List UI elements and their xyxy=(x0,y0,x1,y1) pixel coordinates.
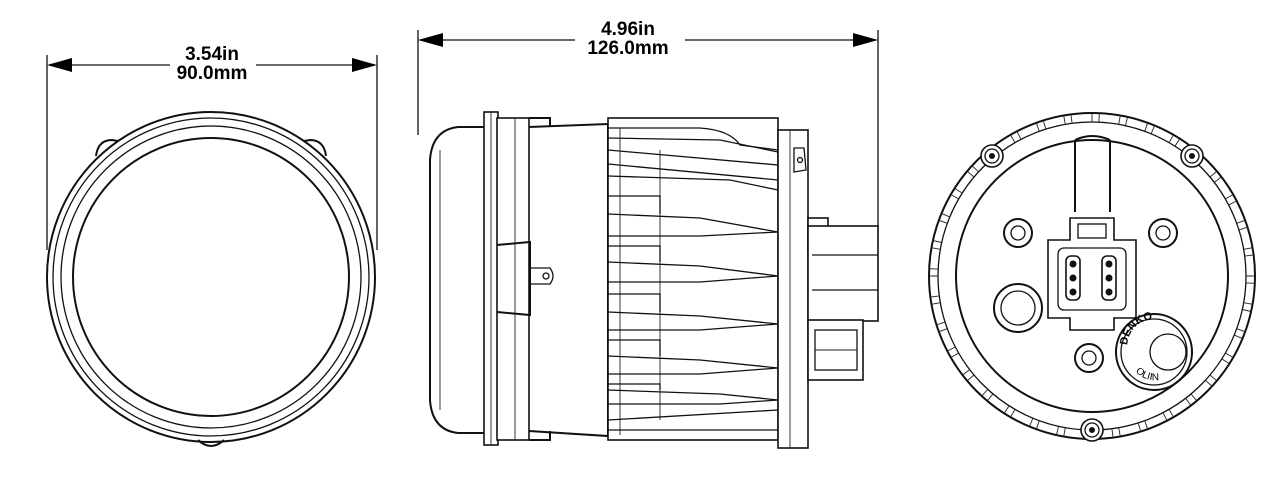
ring-tooth xyxy=(1234,328,1246,340)
ring-tooth xyxy=(1118,115,1128,126)
side-clip xyxy=(496,240,531,317)
rear-cable-channel xyxy=(1074,135,1111,212)
side-connector xyxy=(807,217,879,381)
ring-tooth xyxy=(1056,426,1066,437)
ring-tooth xyxy=(936,321,948,333)
ring-tooth xyxy=(1242,302,1253,312)
ring-tooth xyxy=(981,389,994,402)
front-tab-right xyxy=(303,138,327,157)
ring-tooth xyxy=(1225,194,1237,206)
side-view xyxy=(429,111,879,449)
ring-tooth xyxy=(1205,374,1218,387)
side-lens-dome xyxy=(429,126,486,434)
ring-tooth xyxy=(1003,405,1016,418)
rear-hole-right xyxy=(1148,218,1178,248)
ring-tooth xyxy=(1028,418,1040,430)
front-view xyxy=(46,111,376,447)
front-tab-left xyxy=(95,138,119,157)
ring-tooth xyxy=(950,187,963,200)
ring-tooth xyxy=(1209,170,1222,183)
rear-inner-face xyxy=(955,139,1229,413)
ring-tooth xyxy=(1091,113,1100,123)
ring-tooth xyxy=(1221,352,1234,365)
ring-tooth xyxy=(1137,420,1149,432)
side-housing xyxy=(528,122,609,438)
rear-breather-cap: DENKO OLIIN xyxy=(1115,310,1193,391)
rear-mount-screw-left xyxy=(980,144,1004,168)
front-width-inches: 3.54in xyxy=(185,44,239,65)
front-width-dimension: 3.54in 90.0mm xyxy=(46,44,378,250)
rear-hole-bottom xyxy=(1074,343,1104,373)
side-heatsink xyxy=(607,117,779,441)
ring-tooth xyxy=(1185,393,1198,406)
ring-tooth xyxy=(929,268,939,277)
ring-tooth xyxy=(931,240,942,250)
rear-ring-teeth xyxy=(929,113,1255,439)
front-outer-ring xyxy=(46,111,376,443)
ring-tooth xyxy=(1162,409,1174,421)
ring-tooth xyxy=(938,212,950,224)
ring-tooth xyxy=(962,369,975,382)
side-mount-flange xyxy=(777,129,809,449)
side-length-inches: 4.96in xyxy=(601,19,655,40)
ring-tooth xyxy=(1144,122,1156,134)
ring-tooth xyxy=(966,165,979,178)
side-length-dimension: 4.96in 126.0mm xyxy=(417,19,879,230)
ring-tooth xyxy=(1243,247,1254,257)
rear-connector xyxy=(1047,217,1137,331)
ring-tooth xyxy=(1168,134,1181,147)
ring-tooth xyxy=(1063,114,1073,125)
rear-view: DENKO OLIIN xyxy=(928,112,1256,442)
rear-mount-screw-right xyxy=(1180,144,1204,168)
ring-tooth xyxy=(1236,219,1248,231)
front-width-mm: 90.0mm xyxy=(177,63,248,84)
ring-tooth xyxy=(1035,120,1047,132)
ring-tooth xyxy=(1111,427,1121,438)
rear-mount-screw-bottom xyxy=(1080,418,1104,442)
side-length-mm: 126.0mm xyxy=(587,38,668,59)
front-lens xyxy=(72,137,350,417)
ring-tooth xyxy=(930,295,941,305)
rear-vent xyxy=(993,283,1043,333)
ring-tooth xyxy=(1010,131,1022,143)
ring-tooth xyxy=(947,346,959,358)
rear-hole-left xyxy=(1003,218,1033,248)
ring-tooth xyxy=(1245,275,1255,284)
